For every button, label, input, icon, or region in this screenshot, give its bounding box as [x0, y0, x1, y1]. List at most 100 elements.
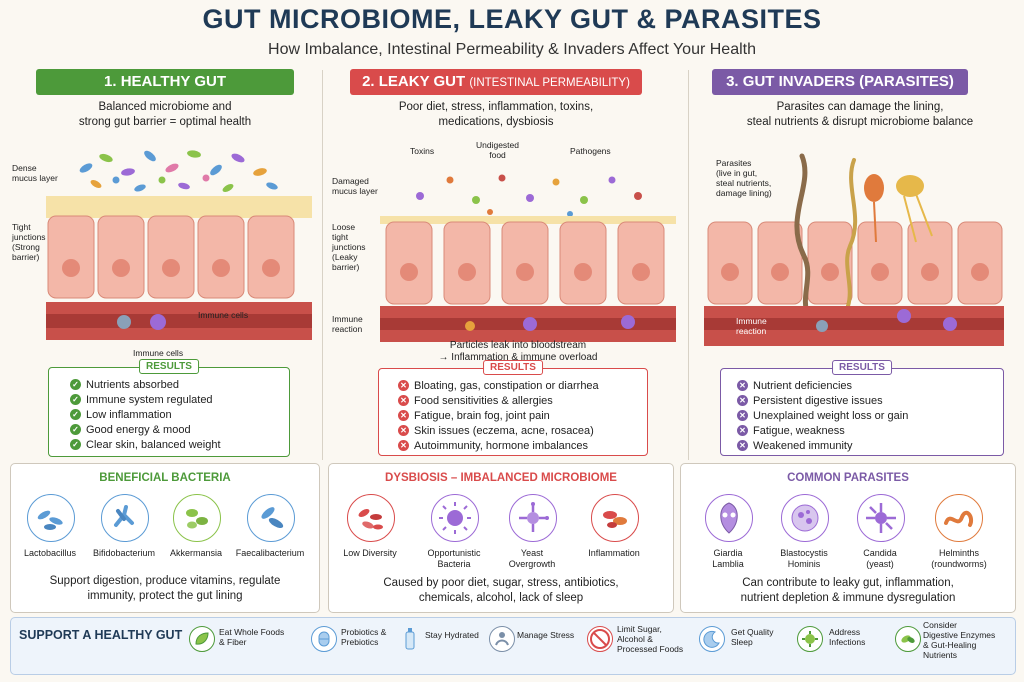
giardia-icon [705, 494, 753, 542]
result-text: Clear skin, balanced weight [86, 439, 221, 451]
name-line: Overgrowth [508, 559, 556, 569]
parasite-results-box: RESULTS ✕Nutrient deficiencies ✕Persiste… [720, 360, 1004, 456]
damaged-mucus-label: Damaged mucus layer [332, 176, 378, 196]
bacteria-cluster [79, 150, 278, 192]
leaky-gut-description: Poor diet, stress, inflammation, toxins,… [350, 100, 642, 130]
damaged-mucus-layer [380, 216, 676, 224]
name-line: Inflammation [588, 548, 640, 558]
x-icon: ✕ [737, 425, 748, 436]
result-item: ✕ Fatigue, weakness [737, 424, 845, 438]
helminths-icon [935, 494, 983, 542]
results-tag: RESULTS [139, 359, 199, 374]
support-bar: SUPPORT A HEALTHY GUT Eat Whole Foods& F… [10, 617, 1016, 675]
support-line: Alcohol & [617, 634, 653, 644]
result-text: Autoimmunity, hormone imbalances [414, 440, 589, 452]
result-text: Good energy & mood [86, 424, 191, 436]
label-line: (Strong [12, 242, 40, 252]
support-line: Consider [923, 620, 958, 630]
dysbiosis-panel: DYSBIOSIS – IMBALANCED MICROBIOME Low Di… [328, 463, 674, 613]
description-line: Poor diet, stress, inflammation, toxins, [398, 101, 594, 113]
x-icon: ✕ [737, 380, 748, 391]
lactobacillus-icon [27, 494, 75, 542]
footer-line: chemicals, alcohol, lack of sleep [418, 592, 584, 604]
tight-junctions-label: Tight junctions (Strong barrier) [12, 222, 46, 262]
leaf-icon [189, 626, 215, 652]
footer-line: Caused by poor diet, sugar, stress, anti… [383, 577, 619, 589]
healthy-results-box: RESULTS ✓Nutrients absorbed ✓Immune syst… [48, 359, 290, 457]
x-icon: ✕ [398, 410, 409, 421]
support-line: Prebiotics [341, 637, 379, 647]
gut-invaders-illustration [704, 146, 1004, 346]
label-line: steal nutrients, [716, 178, 772, 188]
dysbiosis-item-name: Low Diversity [331, 548, 409, 559]
label-line: barrier) [332, 262, 360, 272]
immune-cells-label: Immune cells [198, 310, 249, 320]
parasites-label: Parasites (live in gut, steal nutrients,… [716, 158, 772, 198]
leaky-results-box: RESULTS ✕ Bloating, gas, constipation or … [378, 360, 648, 456]
description-line: strong gut barrier = optimal health [78, 116, 252, 128]
panel-title: BENEFICIAL BACTERIA [99, 472, 231, 484]
footer-line: immunity, protect the gut lining [87, 590, 243, 602]
subtitle: How Imbalance, Intestinal Permeability &… [268, 41, 756, 58]
name-line: Faecalibacterium [235, 548, 305, 558]
leaky-gut-illustration [380, 160, 676, 342]
name-line: Bifidobacterium [92, 548, 156, 558]
beneficial-bacteria-panel: BENEFICIAL BACTERIA Lactobacillus Bifido… [10, 463, 320, 613]
support-line: Eat Whole Foods [219, 627, 285, 637]
undigested-food-label: Undigested food [476, 140, 519, 160]
label-line: junctions [12, 232, 46, 242]
blastocystis-icon [781, 494, 829, 542]
immune-reaction-label: Immune reaction [332, 314, 363, 334]
name-line: Akkermansia [169, 548, 223, 558]
result-item: ✓Clear skin, balanced weight [70, 438, 221, 452]
result-item: ✕ Skin issues (eczema, acne, rosacea) [398, 424, 594, 438]
bacteria-name: Akkermansia [157, 548, 235, 559]
yeast-overgrowth-icon [509, 494, 557, 542]
result-text: Skin issues (eczema, acne, rosacea) [414, 425, 594, 437]
result-item: ✕Weakened immunity [737, 439, 852, 453]
label-line: food [489, 150, 506, 160]
bifidobacterium-icon [101, 494, 149, 542]
support-line: & Fiber [219, 637, 247, 647]
check-icon: ✓ [70, 409, 81, 420]
microbe-icon [797, 626, 823, 652]
result-item: ✕Autoimmunity, hormone imbalances [398, 439, 589, 453]
immune-cell [621, 315, 635, 329]
label-line: Dense [12, 163, 37, 173]
sleep-icon [699, 626, 725, 652]
support-line: Limit Sugar, [617, 624, 662, 634]
support-line: Probiotics & [341, 627, 387, 637]
x-icon: ✕ [398, 395, 409, 406]
results-tag: RESULTS [483, 360, 543, 375]
label-line: Undigested [476, 140, 520, 150]
protozoa-parasite [896, 175, 924, 197]
immune-cell [117, 315, 131, 329]
epithelial-cells [47, 215, 295, 299]
name-line: Opportunistic [427, 548, 481, 558]
enzyme-icon [895, 626, 921, 652]
check-icon: ✓ [70, 379, 81, 390]
label-line: junctions [332, 242, 366, 252]
label-line: damage lining) [716, 188, 772, 198]
support-item-text: Stay Hydrated [425, 630, 479, 640]
name-line: Blastocystis [780, 548, 828, 558]
support-line: Get Quality [731, 627, 774, 637]
worm-parasite [794, 153, 811, 319]
check-icon: ✓ [70, 394, 81, 405]
main-title: GUT MICROBIOME, LEAKY GUT & PARASITES [202, 4, 822, 34]
heading-text: HEALTHY GUT [120, 73, 226, 90]
result-item: ✓Nutrients absorbed [70, 378, 179, 392]
support-line: Processed Foods [617, 644, 684, 654]
result-text: Fatigue, weakness [753, 425, 845, 437]
x-icon: ✕ [398, 380, 409, 391]
result-item: ✕Nutrient deficiencies [737, 379, 852, 393]
support-line: & Gut-Healing [923, 640, 977, 650]
x-icon: ✕ [398, 425, 409, 436]
low-diversity-icon [347, 494, 395, 542]
result-item: ✕Persistent digestive issues [737, 394, 883, 408]
result-text: Bloating, gas, constipation or diarrhea [414, 380, 599, 392]
